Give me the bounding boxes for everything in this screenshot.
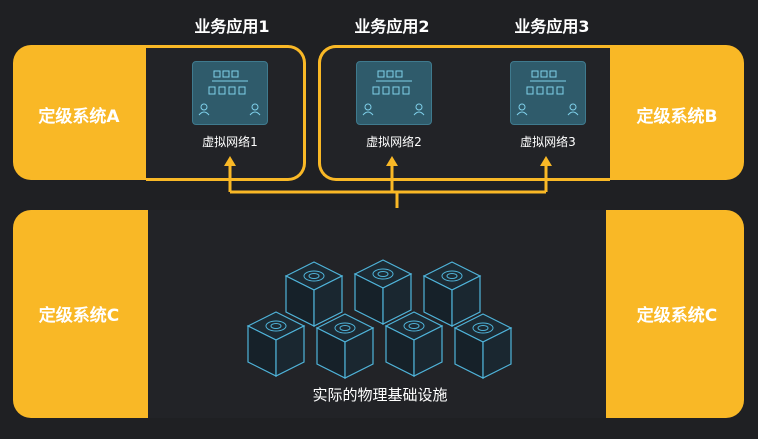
server-cube-2 bbox=[354, 259, 412, 325]
server-cube-4 bbox=[247, 311, 305, 377]
server-cube-7 bbox=[454, 313, 512, 379]
server-cube-5 bbox=[316, 313, 374, 379]
app-label-1: 业务应用1 bbox=[194, 17, 270, 36]
app-label-3: 业务应用3 bbox=[514, 17, 590, 36]
virtual-network-1-icon bbox=[192, 61, 268, 125]
server-cube-3 bbox=[423, 261, 481, 327]
system-c-right-label: 定级系统C bbox=[636, 306, 718, 326]
server-cube-1 bbox=[285, 261, 343, 327]
network-2-glyph bbox=[362, 70, 425, 116]
network-1-glyph bbox=[198, 70, 261, 116]
system-b-label: 定级系统B bbox=[636, 107, 718, 127]
app-label-2: 业务应用2 bbox=[354, 17, 430, 36]
system-c-left-label: 定级系统C bbox=[38, 306, 120, 326]
system-a-label: 定级系统A bbox=[38, 107, 120, 127]
virtual-network-3-label: 虚拟网络3 bbox=[520, 135, 576, 149]
virtual-network-2-label: 虚拟网络2 bbox=[366, 135, 422, 149]
connection-arrows bbox=[228, 164, 548, 208]
virtual-network-1-label: 虚拟网络1 bbox=[202, 135, 258, 149]
network-3-glyph bbox=[516, 70, 579, 116]
virtual-network-2-icon bbox=[356, 61, 432, 125]
arrow-heads bbox=[224, 156, 552, 166]
virtual-network-3-icon bbox=[510, 61, 586, 125]
server-cube-6 bbox=[385, 311, 443, 377]
infrastructure-label: 实际的物理基础设施 bbox=[312, 386, 448, 404]
